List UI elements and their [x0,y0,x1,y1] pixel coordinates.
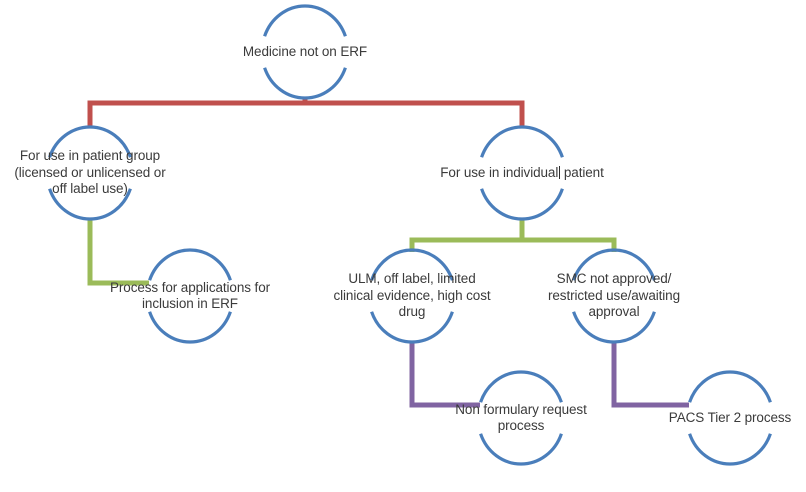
connector-individual-to-level2 [409,219,617,252]
node-label-smc-not-approved: SMC not approved/ restricted use/awaitin… [547,271,680,320]
node-label-individual-patient: For use in individual patient [440,164,604,180]
node-label-ulm-off-label: ULM, off label, limited clinical evidenc… [333,271,491,320]
node-medicine-not-on-erf[interactable]: Medicine not on ERF [220,2,390,102]
node-smc-not-approved[interactable]: SMC not approved/ restricted use/awaitin… [524,246,704,346]
connectors-group [87,98,689,408]
node-arc-top [688,370,772,403]
text-cursor-caret [558,165,560,179]
node-pacs-tier-2[interactable]: PACS Tier 2 process [650,368,806,468]
connector-ulm-to-non-formulary [409,342,480,408]
node-arc-bottom [479,433,563,466]
node-ulm-off-label[interactable]: ULM, off label, limited clinical evidenc… [317,246,507,346]
node-arc-bottom [263,67,347,100]
node-process-for-applications[interactable]: Process for applications for inclusion i… [95,246,285,346]
node-arc-bottom [688,433,772,466]
node-non-formulary-request[interactable]: Non formulary request process [431,368,611,468]
node-label-non-formulary-request: Non formulary request process [455,401,587,434]
node-arc-bottom [480,188,564,221]
node-individual-patient[interactable]: For use in individual patient [427,123,617,223]
node-arc-top [480,125,564,158]
node-label-patient-group: For use in patient group (licensed or un… [14,148,166,197]
connector-smc-to-pacs [611,342,689,408]
node-label-medicine-not-on-erf: Medicine not on ERF [242,43,368,59]
node-label-process-for-applications: Process for applications for inclusion i… [109,279,271,312]
node-arc-top [479,370,563,403]
node-arc-bottom [148,311,232,344]
node-arc-top [148,248,232,281]
node-patient-group[interactable]: For use in patient group (licensed or un… [0,123,180,223]
connector-erf-to-level1 [87,98,525,127]
node-arc-top [263,4,347,37]
node-label-pacs-tier-2: PACS Tier 2 process [668,409,792,425]
connector-patient-group-to-process [87,219,149,286]
